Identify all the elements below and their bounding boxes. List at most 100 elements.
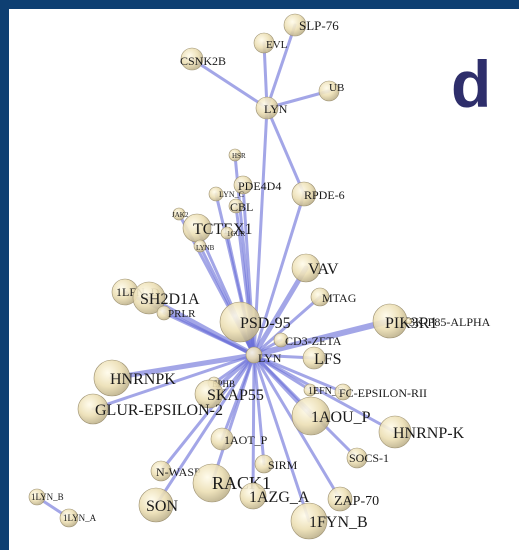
edge-fc-epsilon-rii-lyn-hub: [252, 353, 345, 394]
node-1aot-p: 1AOT_P: [210, 427, 268, 451]
node-vav: VAV: [291, 253, 339, 283]
node-skap55: SKAP55: [194, 379, 264, 409]
node-label: HNRNPK: [110, 371, 176, 388]
node-label: 1FYN_B: [309, 514, 368, 531]
node-circle: [290, 502, 328, 540]
node-label: 1LYN_A: [63, 513, 97, 523]
node-label: PSD-95: [240, 315, 291, 332]
node-label: PDE4D4: [238, 179, 281, 193]
node-circle: [210, 427, 234, 451]
node-circle: [310, 287, 330, 307]
node-label: 1AOU_P: [311, 409, 371, 426]
node-label: HSR: [232, 152, 246, 160]
node-label: 1EFN_D: [308, 386, 344, 397]
panel-label: d: [451, 47, 492, 121]
node-label: VAV: [308, 261, 339, 278]
edge-son-lyn-hub: [154, 353, 256, 507]
node-circle: [291, 181, 317, 207]
node-glur-epsilon-2: GLUR-EPSILON-2: [77, 393, 223, 425]
edge-glur-epsilon-2-lyn-hub: [91, 353, 256, 411]
node-circle: [378, 415, 412, 449]
node-circle: [93, 359, 131, 397]
edge-1azg-a-lyn-hub: [251, 353, 256, 498]
interaction-network: SLP-76EVLCSNK2BUBLYNHSRPDE4D4LYN_CCBLRPD…: [28, 13, 491, 540]
node-circle: [180, 47, 204, 71]
edge-rack1-lyn-hub: [210, 353, 256, 485]
edge-vav-lyn-hub: [251, 265, 309, 358]
node-label: PIK3R1: [385, 315, 437, 332]
node-label: SIRM: [268, 458, 298, 472]
node-label: 1GUR: [227, 230, 246, 238]
node-pde4d4: PDE4D4: [233, 175, 281, 195]
node-label: UB: [329, 82, 344, 94]
node-circle: [239, 482, 267, 510]
node-label: SON: [146, 498, 178, 515]
node-circle: [77, 393, 109, 425]
node-label: CSNK2B: [180, 54, 226, 68]
node-hsr: HSR: [228, 148, 246, 162]
node-slp-76: SLP-76: [283, 13, 339, 37]
node-circle: [156, 305, 172, 321]
node-1fyn-b: 1FYN_B: [290, 502, 368, 540]
node-label: EVL: [266, 39, 288, 51]
node-circle: [193, 239, 207, 253]
node-circle: [253, 32, 275, 54]
node-socs-1: SOCS-1: [346, 447, 389, 469]
node-label: MTAG: [322, 291, 357, 305]
node-1azg-a: 1AZG_A: [239, 482, 310, 510]
node-lynb: LYNB: [193, 239, 215, 253]
node-circle: [150, 460, 172, 482]
node-label: FC-EPSILON-RII: [339, 386, 427, 400]
node-circle: [138, 487, 174, 523]
edge-prlr-lyn-hub: [162, 311, 256, 357]
node-label: GLUR-EPSILON-2: [95, 402, 223, 419]
node-circle: [59, 508, 79, 528]
node-rpde-6: RPDE-6: [291, 181, 345, 207]
edge-rpde-6-lyn-hub: [252, 192, 306, 357]
node-label: SH2D1A: [140, 291, 200, 308]
node-label: SKAP55: [207, 387, 264, 404]
node-lyn-c: LYN_C: [208, 186, 244, 202]
node-hnrnp-k: HNRNP-K: [378, 415, 465, 449]
node-sh2d1a: SH2D1A: [132, 281, 200, 315]
node-1gur: 1GUR: [220, 226, 246, 240]
node-label: 1AOT_P: [224, 433, 268, 447]
node-3k-p85-alpha: 3K-P85-ALPHA: [405, 315, 491, 329]
node-circle: [327, 486, 353, 512]
node-mtag: MTAG: [310, 287, 357, 307]
node-circle: [172, 207, 186, 221]
node-label: ZAP-70: [334, 494, 379, 509]
node-circle: [303, 383, 317, 397]
node-label: LYNB: [196, 244, 215, 252]
node-label: LYN: [258, 351, 282, 365]
edge-lyn-rpde-6: [265, 106, 306, 196]
node-label: EPHB: [212, 379, 235, 389]
node-circle: [228, 148, 242, 162]
edge-hnrnp-k-lyn-hub: [252, 353, 397, 434]
node-label: SOCS-1: [349, 451, 389, 465]
node-ub: UB: [318, 80, 344, 102]
node-cd3-zeta: CD3-ZETA: [273, 332, 342, 348]
node-circle: [220, 226, 234, 240]
node-circle: [245, 346, 263, 364]
node-circle: [405, 317, 413, 325]
node-1lyn-b: 1LYN_B: [28, 488, 64, 506]
node-circle: [273, 332, 289, 348]
node-circle: [283, 13, 307, 37]
node-circle: [192, 463, 232, 503]
node-circle: [28, 488, 46, 506]
node-lyn: LYN: [255, 96, 288, 120]
node-zap-70: ZAP-70: [327, 486, 379, 512]
node-hnrnpk: HNRNPK: [93, 359, 176, 397]
node-label: 1AZG_A: [249, 489, 310, 506]
node-sirm: SIRM: [254, 454, 298, 474]
node-n-wasp: N-WASP: [150, 460, 201, 482]
node-psd-95: PSD-95: [219, 301, 291, 343]
node-circle: [208, 186, 224, 202]
node-label: PRLR: [168, 308, 196, 320]
edge-slp-76-lyn: [265, 23, 297, 110]
edge-hnrnpk-lyn-hub: [109, 352, 257, 381]
node-label: LYN: [264, 102, 288, 116]
node-circle: [228, 198, 244, 214]
